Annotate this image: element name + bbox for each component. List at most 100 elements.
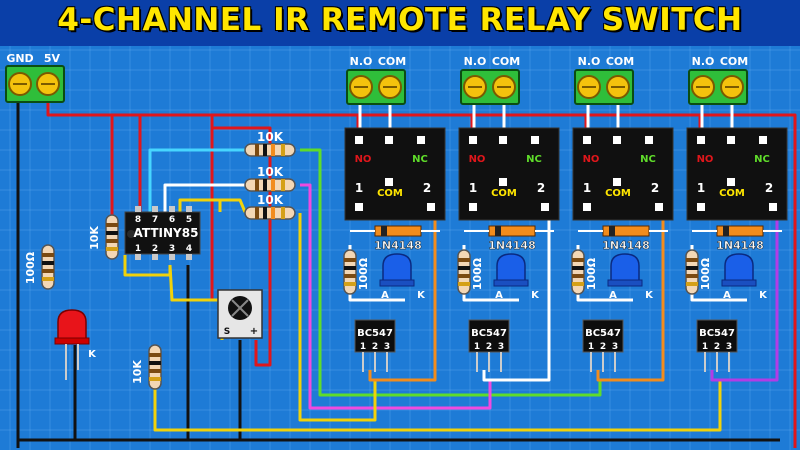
resistor-body bbox=[244, 143, 296, 157]
resistor-body bbox=[685, 249, 699, 295]
channel-resistor bbox=[343, 249, 357, 295]
led-blue-icon bbox=[724, 253, 754, 283]
chip-pin bbox=[186, 206, 192, 212]
resistor-body bbox=[105, 214, 119, 260]
relay-pin bbox=[613, 136, 621, 144]
wire-channel-4-collector bbox=[710, 205, 779, 382]
led-cathode-label: K bbox=[417, 290, 426, 301]
relay-pin bbox=[769, 203, 777, 211]
channel-resistor-label: 100Ω bbox=[585, 257, 598, 290]
relay-pin bbox=[499, 178, 507, 186]
led-anode-label: A bbox=[381, 290, 389, 301]
chip-pin-bottom-label: 3 bbox=[169, 244, 175, 254]
relay-pin bbox=[697, 136, 705, 144]
channel-resistor bbox=[571, 249, 585, 295]
resistor-band bbox=[42, 261, 54, 265]
wire-yellow-sig2 bbox=[178, 198, 247, 213]
ir-plus-label: + bbox=[250, 326, 258, 337]
resistor-band bbox=[42, 277, 54, 281]
resistor-band bbox=[281, 144, 285, 156]
resistor-10k-lower-label: 10K bbox=[131, 360, 144, 384]
diode-label: 1N4148 bbox=[602, 239, 649, 252]
chip-pin bbox=[135, 206, 141, 212]
chip-pin-top-label: 8 bbox=[135, 215, 141, 225]
relay-pin-1-label: 1 bbox=[469, 181, 477, 195]
transistor-pin-3-label: 3 bbox=[384, 342, 390, 352]
relay-pin bbox=[727, 136, 735, 144]
resistor-100-left bbox=[41, 244, 55, 290]
relay-com-label: COM bbox=[377, 188, 403, 199]
transistor-pin-3-label: 3 bbox=[498, 342, 504, 352]
chip-pin bbox=[152, 206, 158, 212]
wire-channel-3-collector bbox=[596, 205, 665, 382]
resistor-band bbox=[255, 144, 259, 156]
chip-pin bbox=[186, 254, 192, 260]
relay-nc-label: NC bbox=[412, 154, 428, 165]
resistor-10k-vert-label: 10K bbox=[88, 226, 101, 250]
relay-pin bbox=[385, 136, 393, 144]
relay-com-terminal-label: COM bbox=[606, 55, 634, 68]
resistor-band bbox=[458, 282, 470, 286]
wire-yellow-ir bbox=[168, 264, 224, 340]
chip-body bbox=[124, 211, 201, 255]
wire-cyan-sig bbox=[148, 148, 245, 212]
led-cathode-label: K bbox=[531, 290, 540, 301]
relay-nc-label: NC bbox=[754, 154, 770, 165]
transistor-pin-2-label: 2 bbox=[486, 342, 492, 352]
resistor-body bbox=[343, 249, 357, 295]
chip-pin bbox=[135, 254, 141, 260]
led-blue-icon bbox=[610, 253, 640, 283]
relay-pin bbox=[531, 136, 539, 144]
resistor-band bbox=[271, 179, 275, 191]
relay-pin bbox=[385, 178, 393, 186]
wire-yellow-out bbox=[298, 213, 377, 422]
resistor-band bbox=[572, 266, 584, 270]
transistor-pin-1-label: 1 bbox=[360, 342, 366, 352]
resistor-body bbox=[457, 249, 471, 295]
resistor-body bbox=[148, 344, 162, 390]
relay-pin bbox=[583, 136, 591, 144]
led-anode-label: A bbox=[723, 290, 731, 301]
wire-magenta-sig bbox=[300, 183, 492, 410]
wire-white-sig bbox=[163, 183, 245, 212]
relay-pin bbox=[655, 203, 663, 211]
transistor-body bbox=[696, 319, 738, 353]
transistor-label: BC547 bbox=[357, 328, 393, 339]
resistor-band bbox=[263, 179, 267, 191]
relay-pin bbox=[499, 136, 507, 144]
resistor-band bbox=[686, 274, 698, 278]
relay-com-label: COM bbox=[491, 188, 517, 199]
relay-nc-label: NC bbox=[526, 154, 542, 165]
diode-band bbox=[495, 226, 501, 236]
resistor-band bbox=[106, 223, 118, 227]
led-anode-label: A bbox=[495, 290, 503, 301]
led-base bbox=[493, 279, 529, 287]
resistor-band bbox=[344, 282, 356, 286]
resistor-band bbox=[263, 207, 267, 219]
relay-pin-2-label: 2 bbox=[423, 181, 431, 195]
resistor-band bbox=[281, 179, 285, 191]
transistor-label: BC547 bbox=[585, 328, 621, 339]
resistor-10k-h-2-label: 10K bbox=[257, 165, 284, 179]
ir-receiver: S+ bbox=[217, 289, 263, 339]
transistor-pin-2-label: 2 bbox=[714, 342, 720, 352]
channel-resistor-label: 100Ω bbox=[357, 257, 370, 290]
resistor-band bbox=[42, 253, 54, 257]
relay-com-terminal-label: COM bbox=[720, 55, 748, 68]
relay-pin bbox=[541, 203, 549, 211]
led-cathode-label: K bbox=[88, 349, 97, 360]
resistor-band bbox=[458, 266, 470, 270]
resistor-band bbox=[42, 269, 54, 273]
relay-nc-label: NC bbox=[640, 154, 656, 165]
chip-pin-top-label: 5 bbox=[186, 215, 192, 225]
chip-name: ATTINY85 bbox=[134, 226, 199, 240]
led-cathode-label: K bbox=[645, 290, 654, 301]
diode-band bbox=[609, 226, 615, 236]
resistor-10k-lower bbox=[148, 344, 162, 390]
relay-pin bbox=[355, 203, 363, 211]
relay-pin bbox=[697, 203, 705, 211]
relay-no-label: NO bbox=[355, 154, 372, 165]
transistor-label: BC547 bbox=[471, 328, 507, 339]
